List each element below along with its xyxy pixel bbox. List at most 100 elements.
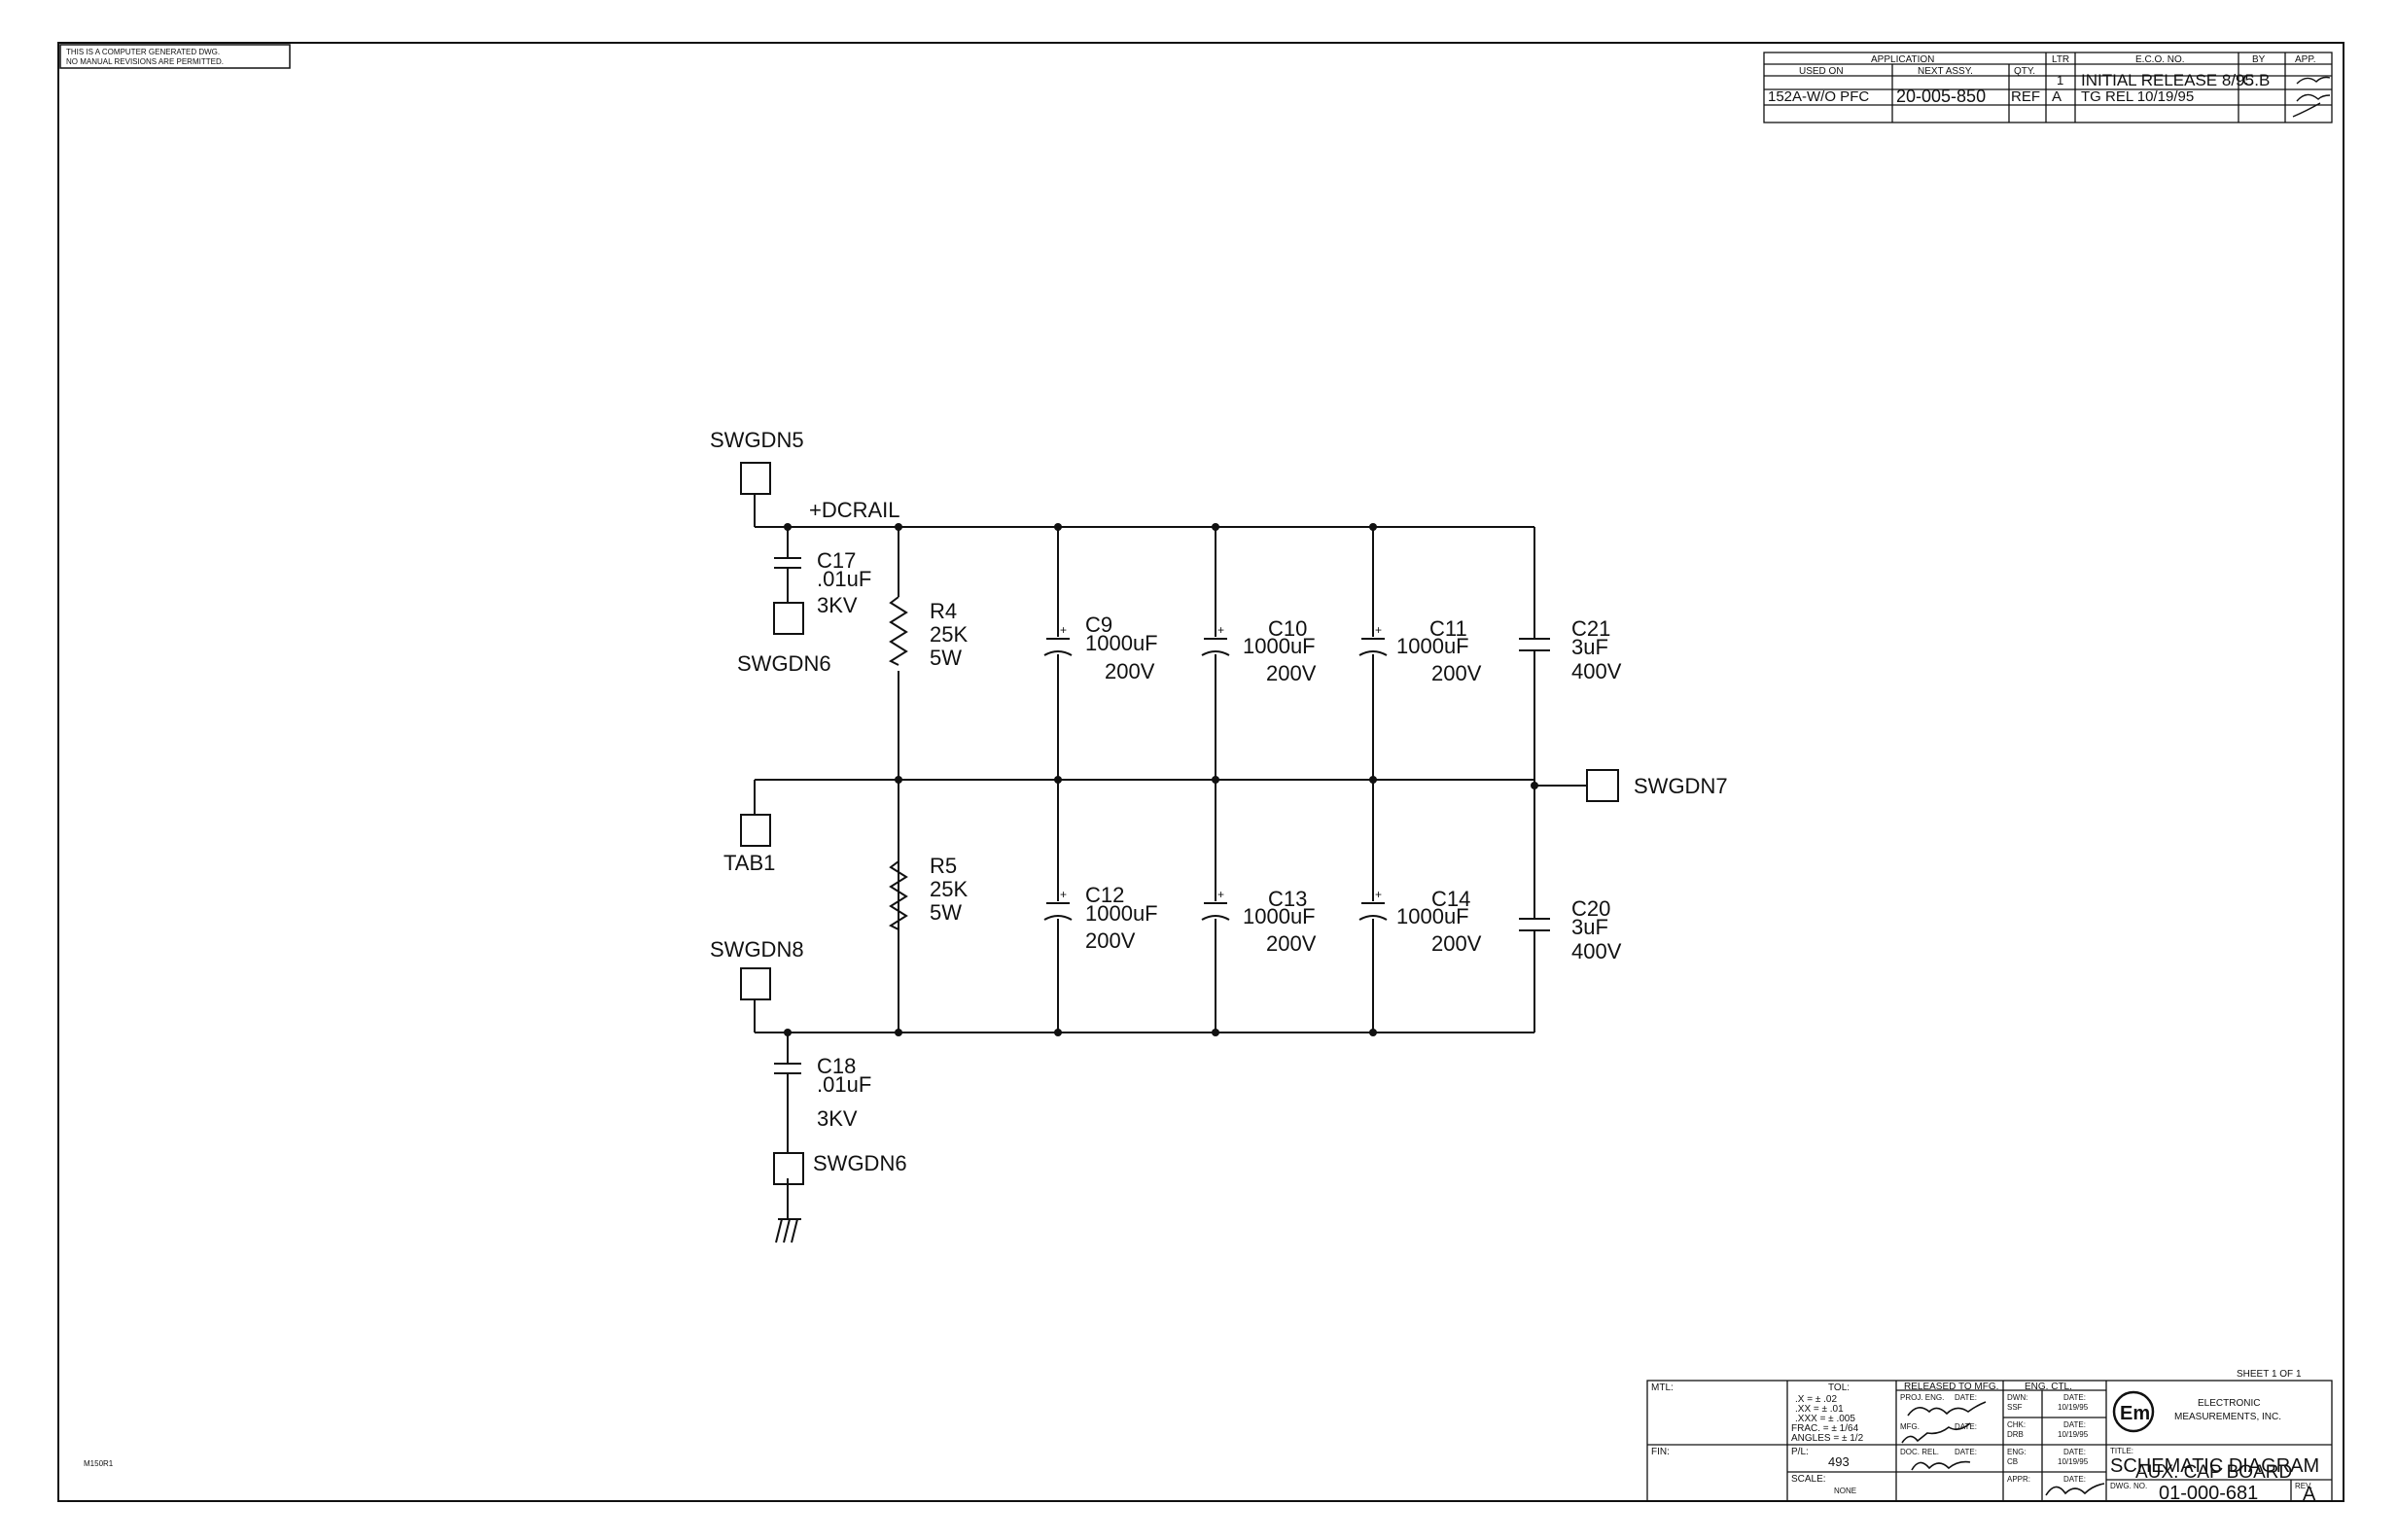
rev-qty-header: QTY. [2014, 66, 2035, 77]
scale-value: NONE [1834, 1487, 1856, 1495]
c18-label: C18 .01uF 3KV [817, 1054, 871, 1131]
swgdn5-pad [740, 462, 771, 495]
svg-text:+: + [1217, 888, 1224, 901]
swgdn7-label: SWGDN7 [1634, 774, 1728, 798]
rev-used-on-header: USED ON [1799, 66, 1844, 77]
logo-letters: Em [2120, 1403, 2150, 1424]
c14-capacitor-symbol: + [1358, 888, 1388, 921]
svg-text:1000uF: 1000uF [1396, 904, 1469, 928]
drawing-number: 01-000-681 [2159, 1483, 2258, 1504]
handwritten-signatures [1901, 1401, 2105, 1496]
swgdn6-bottom-label: SWGDN6 [813, 1151, 907, 1175]
svg-text:C14: C14 [1431, 887, 1470, 911]
swgdn6-bottom-pad [773, 1152, 804, 1185]
chk-date-label: DATE: [2063, 1420, 2086, 1429]
chk-date: 10/19/95 [2058, 1430, 2089, 1439]
c10-capacitor-symbol: + [1201, 623, 1230, 656]
svg-text:C21: C21 [1571, 616, 1610, 641]
svg-text:+: + [1375, 888, 1382, 901]
mtl-label: MTL: [1651, 1382, 1674, 1393]
rev-row2-eco: TG REL 10/19/95 [2081, 88, 2194, 105]
chk-value: DRB [2007, 1430, 2024, 1439]
dwn-value: SSF [2007, 1403, 2023, 1412]
svg-text:ANGLES = ± 1/2: ANGLES = ± 1/2 [1791, 1433, 1864, 1444]
fin-label: FIN: [1651, 1447, 1670, 1457]
r5-resistor-symbol [888, 860, 908, 931]
rev-row2-qty: REF [2011, 88, 2040, 105]
dwg-no-label: DWG. NO. [2110, 1482, 2147, 1490]
c9-label: C9 1000uF 200V [1085, 612, 1158, 683]
svg-text:200V: 200V [1266, 931, 1317, 956]
rev-ltr-header: LTR [2052, 54, 2069, 65]
c14-label: C14 1000uF 200V [1396, 887, 1482, 956]
swgdn6-top-label: SWGDN6 [737, 651, 831, 676]
c20-label: C20 3uF 400V [1571, 896, 1622, 963]
c13-label: C13 1000uF 200V [1243, 887, 1317, 956]
c12-capacitor-symbol: + [1043, 888, 1073, 921]
released-to-mfg-label: RELEASED TO MFG. [1904, 1382, 1998, 1392]
rev-row1-eco: INITIAL RELEASE 8/95 [2081, 71, 2254, 89]
svg-text:C20: C20 [1571, 896, 1610, 921]
svg-text:.X = ± .02: .X = ± .02 [1795, 1394, 1837, 1405]
c20-capacitor-symbol [1519, 918, 1550, 931]
svg-text:25K: 25K [930, 877, 968, 901]
junction-dots [784, 523, 1538, 1036]
company-logo: Em [2112, 1390, 2155, 1433]
tab1-pad [740, 814, 771, 847]
tol-label: TOL: [1828, 1382, 1850, 1393]
swgdn7-pad [1586, 769, 1619, 802]
c17-capacitor-symbol [774, 557, 801, 569]
proj-eng-label: PROJ. ENG. [1900, 1393, 1944, 1402]
svg-text:C13: C13 [1268, 887, 1307, 911]
company-name-line1: ELECTRONIC [2198, 1398, 2260, 1409]
svg-text:1000uF: 1000uF [1243, 634, 1316, 658]
svg-text:.XXX = ± .005: .XXX = ± .005 [1795, 1414, 1855, 1424]
svg-text:.01uF: .01uF [817, 567, 871, 591]
rev-next-assy-header: NEXT ASSY. [1918, 66, 1973, 77]
dwn-date-label: DATE: [2063, 1393, 2086, 1402]
svg-text:.XX = ± .01: .XX = ± .01 [1795, 1404, 1844, 1415]
r4-label: R4 25K 5W [930, 599, 968, 670]
title-block-frame [1646, 1380, 2333, 1502]
svg-text:3KV: 3KV [817, 1106, 858, 1131]
appr-label: APPR: [2007, 1475, 2030, 1484]
c18-capacitor-symbol [774, 1063, 801, 1074]
computer-generated-notice: THIS IS A COMPUTER GENERATED DWG. NO MAN… [59, 44, 291, 69]
c11-label: C11 1000uF 200V [1396, 616, 1482, 685]
svg-text:C12: C12 [1085, 883, 1124, 907]
dwn-label: DWN: [2007, 1393, 2027, 1402]
swgdn8-pad [740, 967, 771, 1000]
svg-text:1000uF: 1000uF [1085, 901, 1158, 926]
svg-text:200V: 200V [1105, 659, 1155, 683]
rev-label: REV. [2295, 1482, 2312, 1490]
c21-label: C21 3uF 400V [1571, 616, 1622, 683]
svg-text:C18: C18 [817, 1054, 856, 1078]
dwn-date: 10/19/95 [2058, 1403, 2089, 1412]
eng-date: 10/19/95 [2058, 1457, 2089, 1466]
svg-text:R5: R5 [930, 854, 957, 878]
doc-rel-date-label: DATE: [1955, 1448, 1977, 1456]
c21-capacitor-symbol [1519, 638, 1550, 651]
svg-text:3uF: 3uF [1571, 915, 1608, 939]
company-name-line2: MEASUREMENTS, INC. [2174, 1412, 2281, 1422]
mfg-label: MFG. [1900, 1422, 1920, 1431]
rev-approval-initials [2292, 76, 2331, 118]
c9-capacitor-symbol: + [1043, 623, 1073, 656]
sheet-number: SHEET 1 OF 1 [2237, 1369, 2302, 1380]
rev-row2-used-on: 152A-W/O PFC [1768, 88, 1869, 105]
svg-text:C10: C10 [1268, 616, 1307, 641]
svg-text:1000uF: 1000uF [1085, 631, 1158, 655]
corner-code: M150R1 [84, 1459, 114, 1468]
c12-label: C12 1000uF 200V [1085, 883, 1158, 953]
chk-label: CHK: [2007, 1420, 2026, 1429]
drawing-title-line2: AUX. CAP BOARD [2135, 1462, 2292, 1483]
r4-resistor-symbol [888, 596, 908, 666]
rev-app-header: APP. [2295, 54, 2316, 65]
drawing-border [57, 42, 2344, 1502]
swgdn6-top-pad [773, 602, 804, 635]
swgdn8-label: SWGDN8 [710, 937, 804, 962]
eng-label: ENG: [2007, 1448, 2027, 1456]
svg-text:25K: 25K [930, 622, 968, 647]
c11-capacitor-symbol: + [1358, 623, 1388, 656]
tolerance-list: .X = ± .02 .XX = ± .01 .XXX = ± .005 FRA… [1791, 1394, 1864, 1444]
